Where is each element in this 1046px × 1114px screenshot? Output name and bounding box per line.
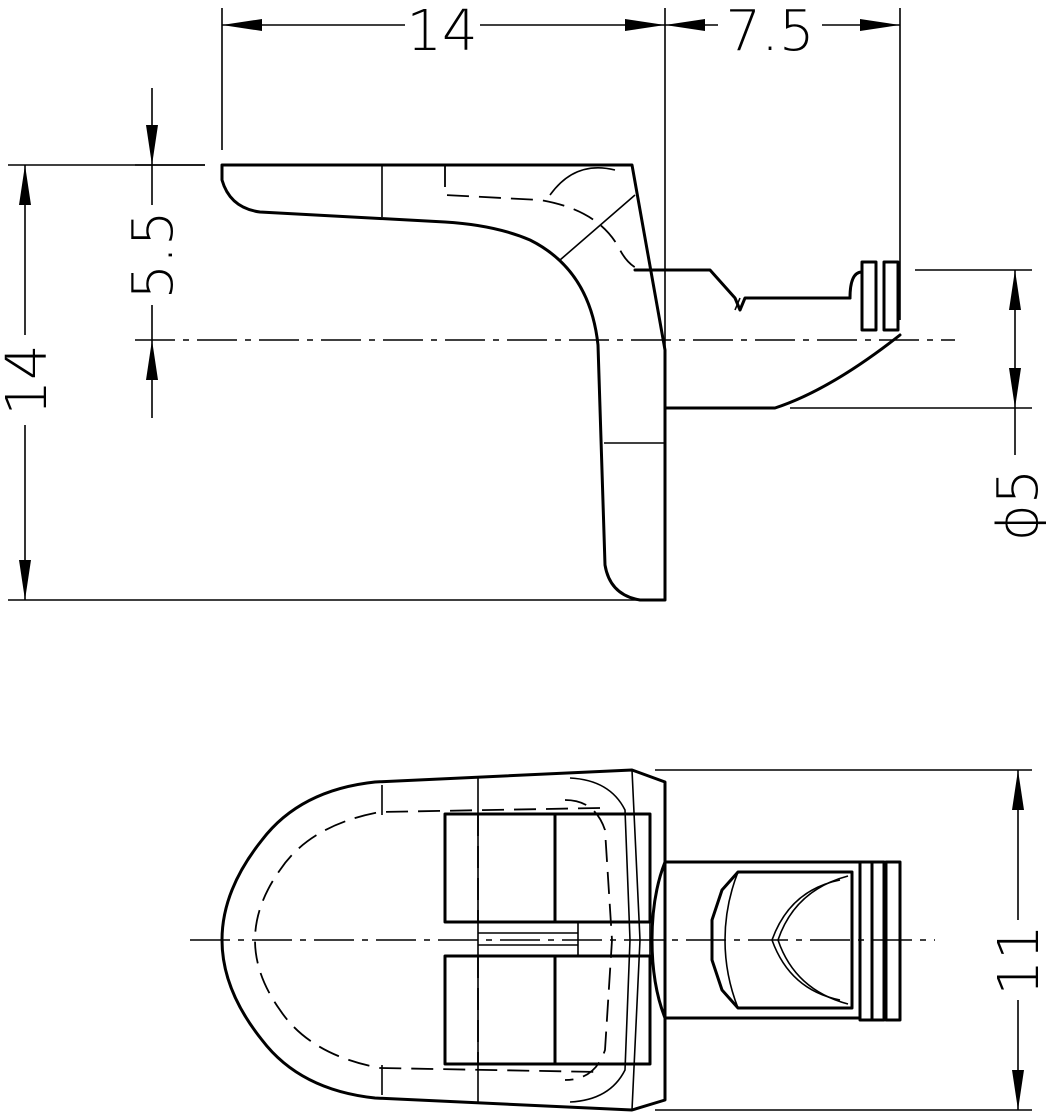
side-peg-ring-2: [882, 260, 900, 332]
side-view: [220, 163, 902, 602]
dim-peg-diameter: ϕ5: [790, 269, 1046, 542]
dim-label-offset-height: 5.5: [121, 210, 186, 299]
dim-top-width: 14: [221, 0, 666, 350]
dim-arrow: [19, 560, 31, 600]
dim-offset-height: 5.5: [121, 88, 205, 418]
top-peg-ring-3: [884, 860, 902, 1022]
dim-arrow: [1009, 368, 1021, 408]
dim-arrow: [665, 19, 705, 31]
dim-arrow: [146, 340, 158, 380]
side-peg-cap: [848, 270, 864, 300]
dim-label-peg-length: 7.5: [725, 0, 814, 64]
side-peg-inner: [734, 297, 741, 311]
dim-label-total-height: 14: [0, 344, 60, 415]
dim-label-bottom-width: 11: [987, 924, 1046, 995]
side-inner-curve: [549, 166, 616, 196]
side-chamfer-line: [559, 194, 636, 261]
dim-label-peg-diameter: ϕ5: [986, 469, 1046, 542]
top-slot-upper: [443, 812, 652, 924]
top-peg-outline: [650, 860, 862, 1020]
side-body-outline: [220, 163, 667, 602]
side-peg-ring-1: [860, 260, 878, 332]
side-fillet-hidden: [444, 165, 641, 271]
top-peg-ring-1: [858, 860, 874, 1022]
dim-arrow: [1012, 770, 1024, 810]
dim-arrow: [860, 19, 900, 31]
top-inner-hidden: [254, 807, 601, 1073]
top-center-rib: [577, 921, 651, 957]
dim-peg-length: 7.5: [665, 0, 901, 320]
dim-arrow: [1012, 1070, 1024, 1110]
dim-arrow: [625, 19, 665, 31]
dim-arrow: [1009, 270, 1021, 310]
side-peg-top: [633, 268, 852, 312]
dim-arrow: [19, 165, 31, 205]
top-peg-head: [710, 870, 854, 1010]
side-peg-outline: [663, 333, 902, 410]
dim-arrow: [222, 19, 262, 31]
dim-bottom-width: 11: [655, 769, 1046, 1111]
dim-label-top-width: 14: [406, 0, 477, 64]
top-peg-ring-2: [870, 860, 886, 1022]
dim-total-height: 14: [0, 164, 640, 601]
dim-arrow: [146, 125, 158, 165]
top-body-outline: [220, 768, 667, 1112]
top-slot-lower: [443, 954, 652, 1066]
